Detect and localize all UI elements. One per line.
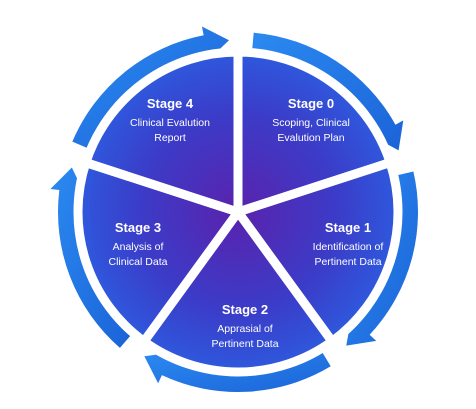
stage-0-title: Stage 0 xyxy=(288,96,334,111)
stage-4-title: Stage 4 xyxy=(147,96,194,111)
cycle-arrow-2-icon xyxy=(144,352,331,393)
stage-3-segment xyxy=(73,158,243,346)
cycle-arrow-0-icon xyxy=(252,32,404,151)
stage-4-description-line-2: Report xyxy=(154,132,186,144)
stage-0-description-line-2: Evalution Plan xyxy=(277,132,344,144)
stage-3-description-line-2: Clinical Data xyxy=(109,256,168,268)
stage-2-segment xyxy=(139,207,337,377)
stage-1-description-line-2: Pertinent Data xyxy=(314,256,381,268)
stage-segments xyxy=(73,47,403,377)
stage-0-label: Stage 0 Scoping, Clinical Evalution Plan xyxy=(272,96,350,144)
cycle-arrow-4-icon xyxy=(72,26,229,148)
cycle-arrow-3-icon xyxy=(50,167,131,348)
stage-0-description-line-1: Scoping, Clinical xyxy=(272,117,350,129)
stage-3-label: Stage 3 Analysis of Clinical Data xyxy=(109,220,168,268)
stage-1-segment xyxy=(233,158,403,346)
stage-2-description-line-2: Pertinent Data xyxy=(211,338,278,350)
stage-3-description-line-1: Analysis of xyxy=(113,241,164,253)
stage-2-title: Stage 2 xyxy=(222,302,268,317)
stage-1-label: Stage 1 Identification of Pertinent Data xyxy=(313,220,384,268)
stage-4-segment xyxy=(81,47,243,217)
stage-3-title: Stage 3 xyxy=(115,220,161,235)
stage-1-title: Stage 1 xyxy=(325,220,371,235)
stage-2-label: Stage 2 Apprasial of Pertinent Data xyxy=(211,302,278,350)
stage-1-description-line-1: Identification of xyxy=(313,241,384,253)
stage-2-description-line-1: Apprasial of xyxy=(217,323,273,335)
stage-4-label: Stage 4 Clinical Evalution Report xyxy=(130,96,210,144)
stage-4-description-line-1: Clinical Evalution xyxy=(130,117,210,129)
